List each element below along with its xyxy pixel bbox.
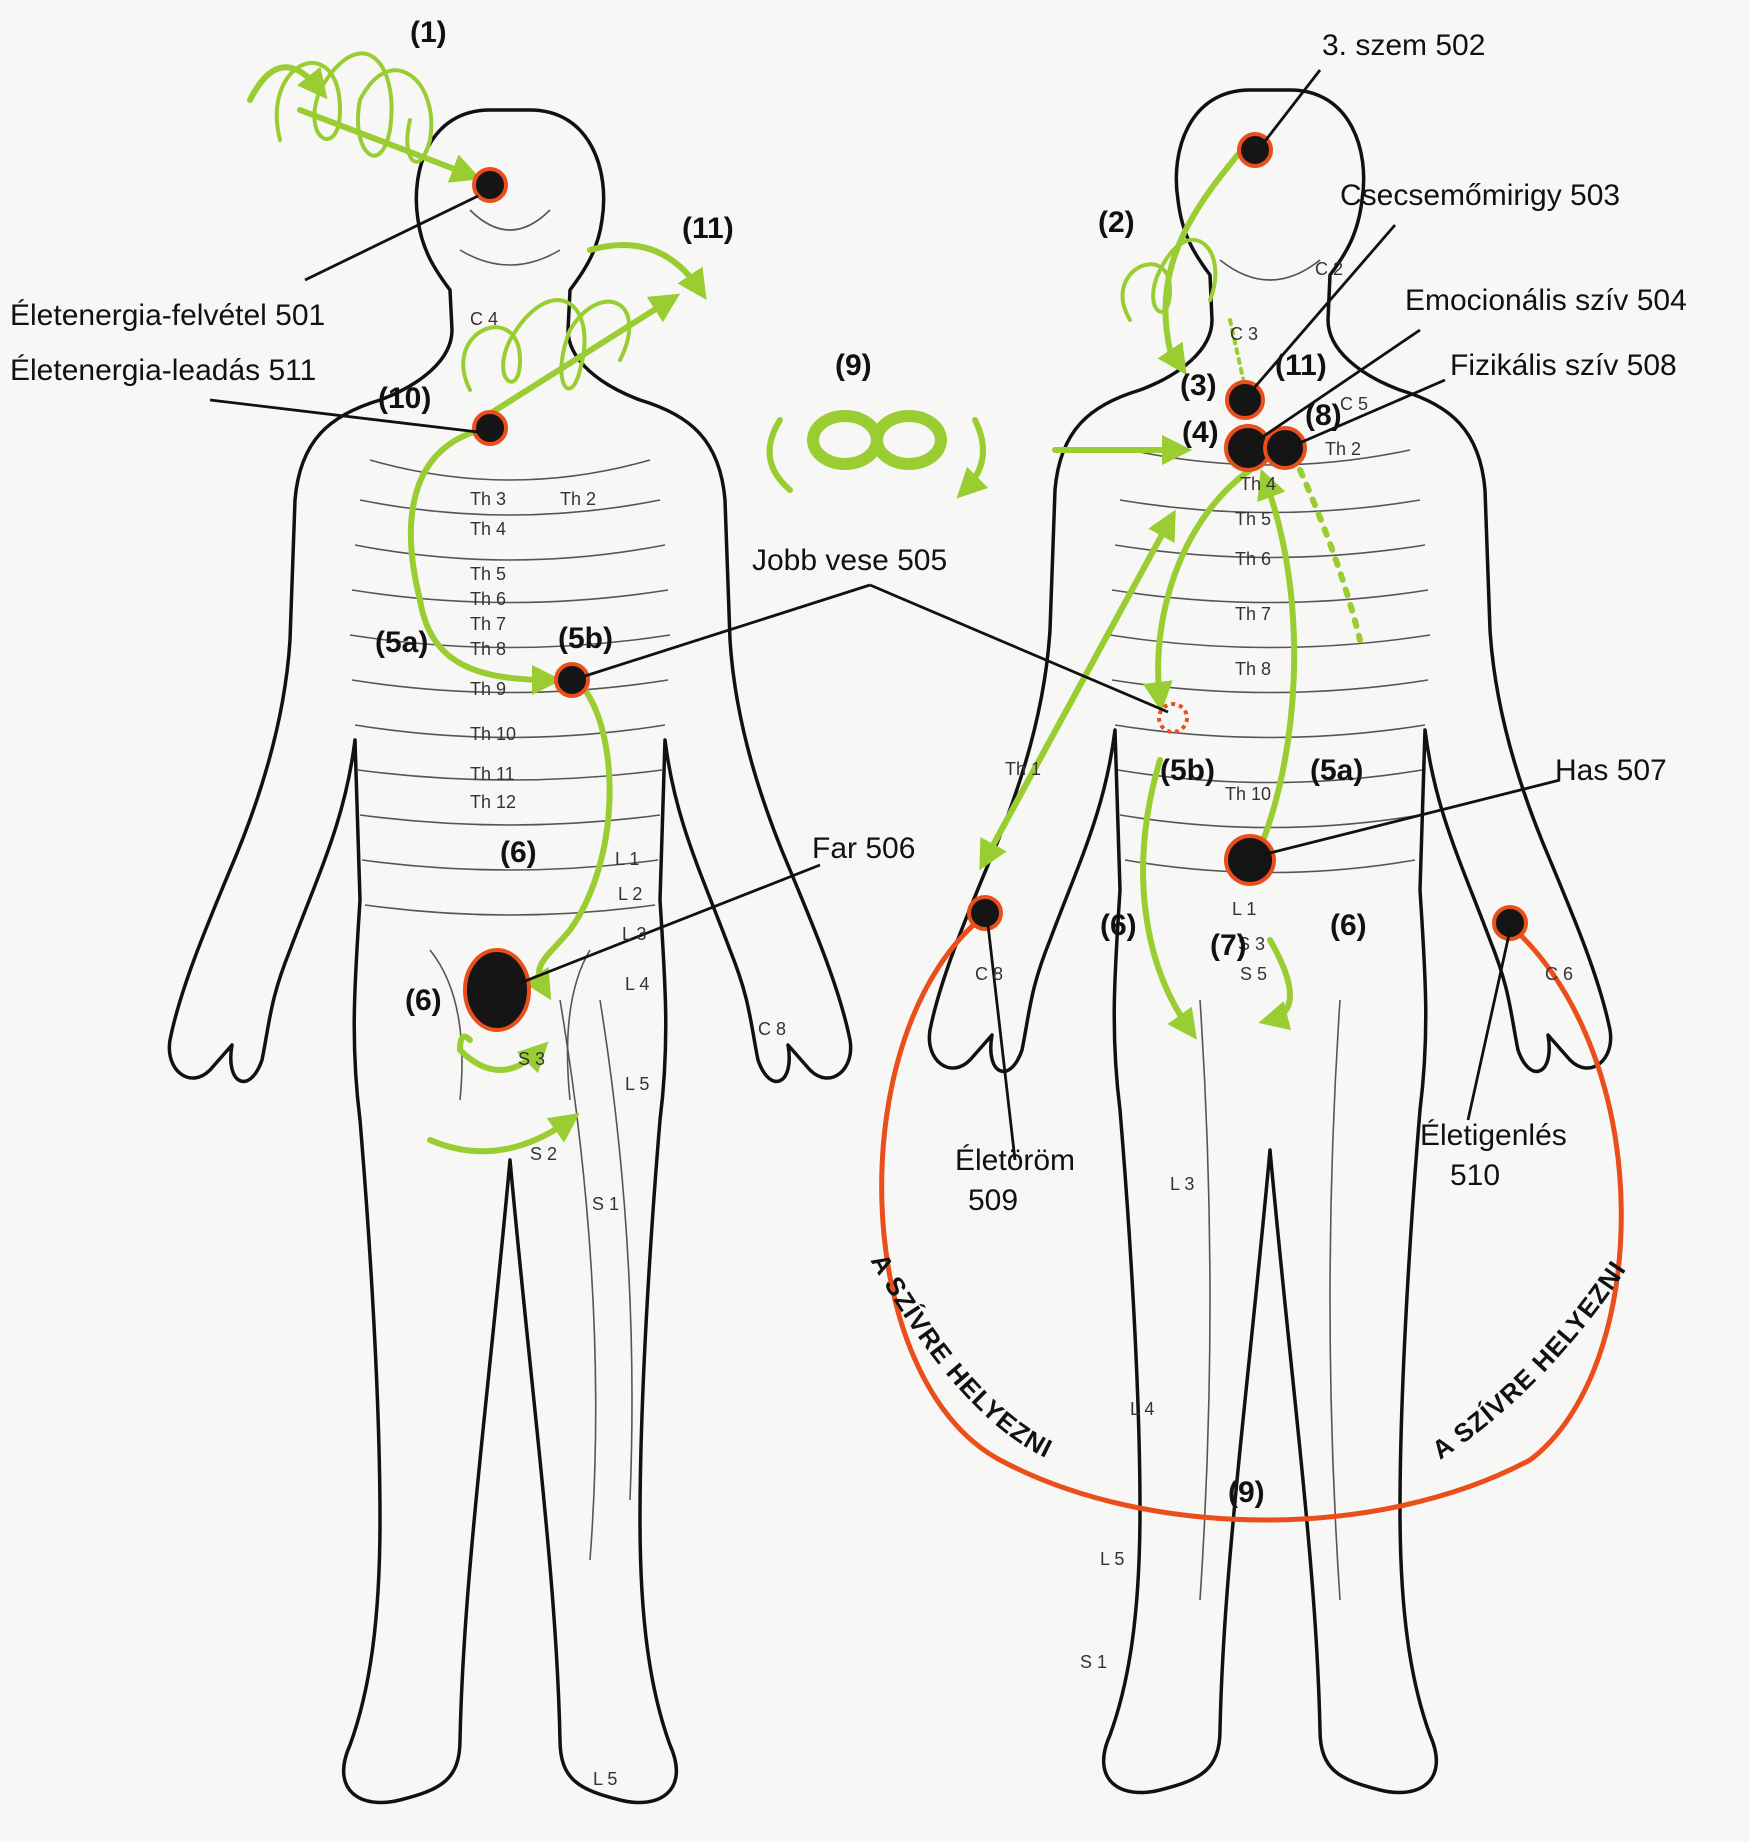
seg-front-3: Th 2 [1325,439,1361,459]
seg-back-4: Th 5 [470,564,506,584]
step-1: (1) [410,16,447,49]
point-509 [969,897,1001,929]
label-503: Csecsemőmirigy 503 [1340,179,1620,212]
step-6-back: (6) [500,836,537,869]
seg-back-15: L 4 [625,974,649,994]
seg-front-14: C 8 [975,964,1003,984]
seg-back-3: Th 4 [470,519,506,539]
point-503 [1227,382,1263,418]
point-508 [1265,428,1305,468]
seg-back-19: S 2 [530,1144,557,1164]
seg-back-17: C 8 [758,1019,786,1039]
seg-back-8: Th 9 [470,679,506,699]
seg-back-10: Th 11 [470,764,515,784]
seg-front-15: C 6 [1545,964,1573,984]
seg-back-5: Th 6 [470,589,506,609]
label-502: 3. szem 502 [1322,29,1485,62]
point-507 [1226,836,1274,884]
step-6-front-right: (6) [1330,909,1367,942]
step-8: (8) [1305,399,1342,432]
back-segment-labels: C 4 Th 3 Th 2 Th 4 Th 5 Th 6 Th 7 Th 8 T… [470,309,786,1789]
seg-front-4: Th 4 [1240,474,1276,494]
seg-front-2: C 5 [1340,394,1368,414]
seg-front-18: L 5 [1100,1549,1124,1569]
seg-back-1: Th 3 [470,489,506,509]
seg-back-2: Th 2 [560,489,596,509]
step-9-bottom: (9) [1228,1476,1265,1509]
step-4: (4) [1182,416,1219,449]
seg-back-20: S 1 [592,1194,619,1214]
step-2: (2) [1098,206,1135,239]
point-501 [474,169,506,201]
point-505-back [556,664,588,696]
step-6-front-left: (6) [1100,909,1137,942]
arc-text-right: A SZÍVRE HELYEZNI [1426,1255,1632,1465]
seg-front-7: Th 7 [1235,604,1271,624]
point-511 [474,412,506,444]
step-5b-front: (5b) [1160,754,1215,787]
seg-front-5: Th 5 [1235,509,1271,529]
step-11-front: (11) [1275,349,1327,382]
seg-front-9: Th 1 [1005,759,1041,779]
seg-back-0: C 4 [470,309,498,329]
label-505: Jobb vese 505 [752,544,947,577]
label-510-number: 510 [1450,1159,1500,1192]
point-506 [465,950,529,1030]
seg-front-0: C 2 [1315,259,1343,279]
label-509-number: 509 [968,1184,1018,1217]
seg-front-10: Th 10 [1225,784,1271,804]
seg-back-16: L 5 [625,1074,649,1094]
step-9-top: (9) [835,349,872,382]
seg-back-18: S 3 [518,1049,545,1069]
seg-front-13: S 5 [1240,964,1267,984]
step-6-back-far: (6) [405,984,442,1017]
step-5a-front: (5a) [1310,754,1363,787]
seg-back-13: L 2 [618,884,642,904]
seg-back-9: Th 10 [470,724,516,744]
seg-back-7: Th 8 [470,639,506,659]
seg-back-11: Th 12 [470,792,516,812]
step-11-back: (11) [682,212,734,245]
label-504: Emocionális szív 504 [1405,284,1687,317]
seg-front-8: Th 8 [1235,659,1271,679]
step-5b-back: (5b) [558,622,613,655]
seg-back-12: L 1 [615,849,639,869]
step-3: (3) [1180,369,1217,402]
seg-back-21: L 5 [593,1769,617,1789]
step-5a-back: (5a) [375,626,428,659]
label-506: Far 506 [812,832,915,865]
label-508: Fizikális szív 508 [1450,349,1677,382]
label-511: Életenergia-leadás 511 [10,354,316,387]
seg-front-1: C 3 [1230,324,1258,344]
infinity-symbol [770,416,983,490]
seg-back-14: L 3 [622,924,646,944]
seg-front-19: S 1 [1080,1652,1107,1672]
label-507: Has 507 [1555,754,1667,787]
step-7: (7) [1210,929,1247,962]
seg-front-17: L 4 [1130,1399,1154,1419]
seg-front-16: L 3 [1170,1174,1194,1194]
label-510-name: Életigenlés [1420,1119,1567,1152]
step-10: (10) [378,382,431,415]
point-505-front [1159,704,1187,732]
seg-front-6: Th 6 [1235,549,1271,569]
label-509-name: Életöröm [955,1144,1075,1177]
label-501: Életenergia-felvétel 501 [10,299,325,332]
seg-front-11: L 1 [1232,899,1256,919]
seg-back-6: Th 7 [470,614,506,634]
